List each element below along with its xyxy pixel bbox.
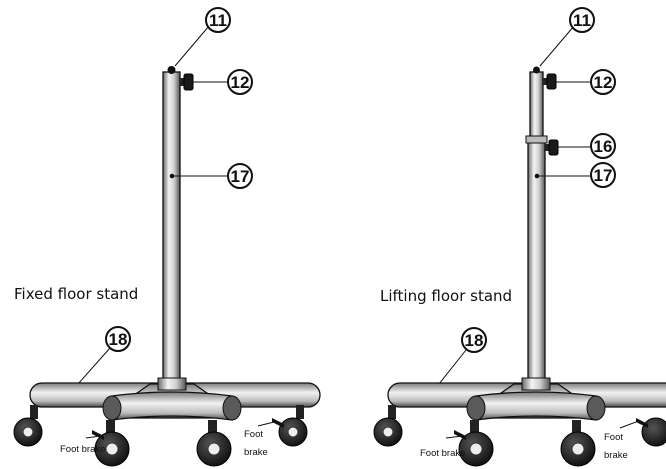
svg-text:11: 11	[209, 11, 227, 30]
svg-text:12: 12	[594, 73, 613, 92]
pole-marker	[169, 173, 175, 179]
lock-knob	[180, 73, 194, 91]
caster-wheel	[641, 417, 666, 447]
top-cap	[167, 66, 176, 74]
callout-18: 18	[430, 327, 487, 395]
fixed-floor-stand: 11 12 17 18 Fixed floor stand	[13, 7, 321, 467]
pole-marker	[534, 173, 540, 179]
top-cap	[533, 66, 540, 74]
caster-wheel	[560, 420, 596, 467]
foot-brake-label: Foot brake	[60, 444, 105, 455]
base	[387, 377, 666, 421]
caster-wheel	[196, 420, 232, 467]
pole	[162, 71, 181, 385]
foot-brake-label: Foot brake	[420, 448, 465, 459]
callout-11: 11	[174, 7, 231, 67]
callout-17: 17	[174, 163, 253, 189]
foot-brake-label: Foot	[244, 429, 263, 440]
svg-text:18: 18	[465, 331, 484, 350]
callout-18: 18	[69, 326, 131, 394]
svg-text:11: 11	[573, 11, 591, 30]
svg-text:17: 17	[231, 167, 250, 186]
callout-16: 16	[558, 133, 616, 159]
caster-wheel	[13, 405, 43, 447]
callout-11: 11	[539, 7, 595, 67]
callout-12: 12	[193, 69, 253, 95]
foot-brake-label: brake	[604, 450, 628, 461]
svg-text:12: 12	[231, 73, 250, 92]
caster-wheel	[373, 405, 403, 447]
caster-wheel	[278, 405, 308, 447]
callout-12: 12	[556, 69, 616, 95]
svg-text:16: 16	[594, 137, 613, 156]
caster-wheel	[94, 420, 130, 467]
caster-wheel	[458, 420, 494, 467]
base	[29, 377, 321, 421]
foot-brake-label: Foot	[604, 432, 623, 443]
stand-caption: Fixed floor stand	[14, 285, 138, 303]
svg-text:18: 18	[109, 330, 128, 349]
callout-17: 17	[539, 162, 616, 188]
foot-brake-label: brake	[244, 447, 268, 458]
inner-pole	[529, 71, 544, 143]
lifting-floor-stand: 11 12 16 17 18 Lifting floor stand	[373, 7, 666, 467]
lock-knob	[543, 73, 557, 90]
svg-text:17: 17	[594, 166, 613, 185]
stand-caption: Lifting floor stand	[380, 287, 512, 305]
